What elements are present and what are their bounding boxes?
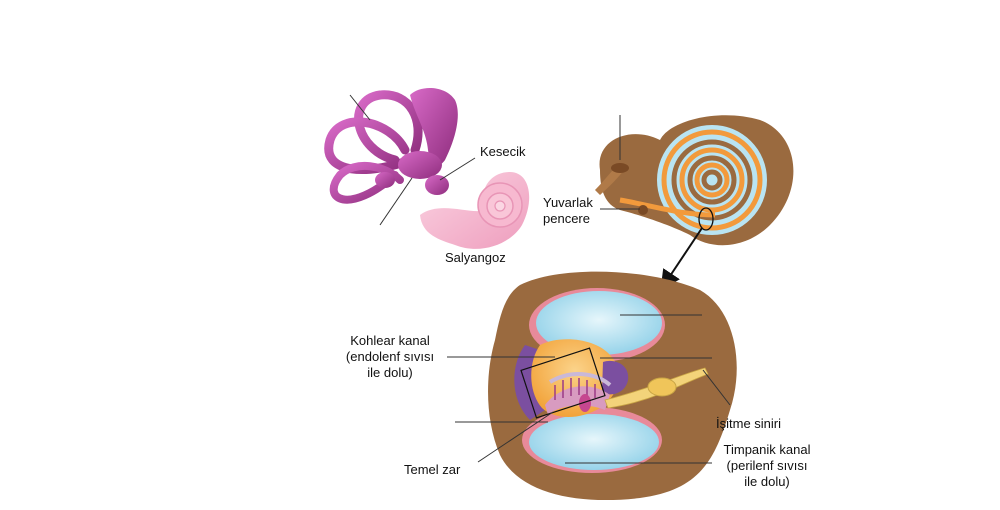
- label-kohlear-line2: (endolenf sıvısı: [345, 349, 435, 364]
- label-timpanik-line3: ile dolu): [744, 474, 790, 489]
- spiral-ganglion: [647, 377, 677, 397]
- label-yuvarlak-line2: pencere: [543, 211, 590, 226]
- label-salyangoz: Salyangoz: [445, 250, 506, 265]
- round-window: [638, 205, 648, 215]
- oval-window: [611, 163, 629, 173]
- saccule: [425, 175, 449, 195]
- leader-line-canal: [349, 94, 371, 121]
- label-timpanik-kanal: Timpanik kanal (perilenf sıvısı ile dolu…: [712, 442, 822, 490]
- label-kohlear-line1: Kohlear kanal: [350, 333, 430, 348]
- zoom-arrow: [660, 227, 703, 291]
- semicircular-canal-lower: [329, 161, 404, 204]
- scala-vestibuli: [536, 291, 662, 355]
- scala-tympani: [529, 414, 659, 470]
- label-kohlear-line3: ile dolu): [367, 365, 413, 380]
- label-yuvarlak-line1: Yuvarlak: [543, 195, 593, 210]
- label-kesecik: Kesecik: [480, 144, 526, 159]
- ampulla: [375, 172, 395, 188]
- section-marker: [698, 207, 714, 231]
- zoom-box: [520, 347, 606, 419]
- label-yuvarlak-pencere: Yuvarlak pencere: [543, 195, 593, 227]
- leader-line-isitme: [702, 369, 731, 406]
- organ-of-corti: [545, 372, 612, 415]
- label-timpanik-line1: Timpanik kanal: [723, 442, 811, 457]
- cochlear-duct-section: [447, 271, 737, 501]
- semicircular-canal-upper: [354, 90, 423, 165]
- label-temel-zar: Temel zar: [404, 462, 461, 477]
- cochlea-cross-section: [595, 115, 794, 291]
- utricle: [410, 88, 458, 166]
- label-isitme-siniri: İşitme siniri: [716, 416, 782, 431]
- cochlea-spiral-turns: [661, 129, 763, 231]
- label-kohlear-kanal: Kohlear kanal (endolenf sıvısı ile dolu): [335, 333, 445, 381]
- inner-ear-labyrinth: [324, 88, 530, 249]
- leader-line-kesecik: [439, 157, 476, 181]
- cochlea-coil-inner: [494, 200, 506, 212]
- label-timpanik-line2: (perilenf sıvısı: [726, 458, 808, 473]
- cochlea-base-channel: [619, 197, 716, 218]
- vestibule: [398, 151, 442, 179]
- leader-line-vestibule: [379, 177, 413, 226]
- leader-line-temel: [477, 411, 554, 463]
